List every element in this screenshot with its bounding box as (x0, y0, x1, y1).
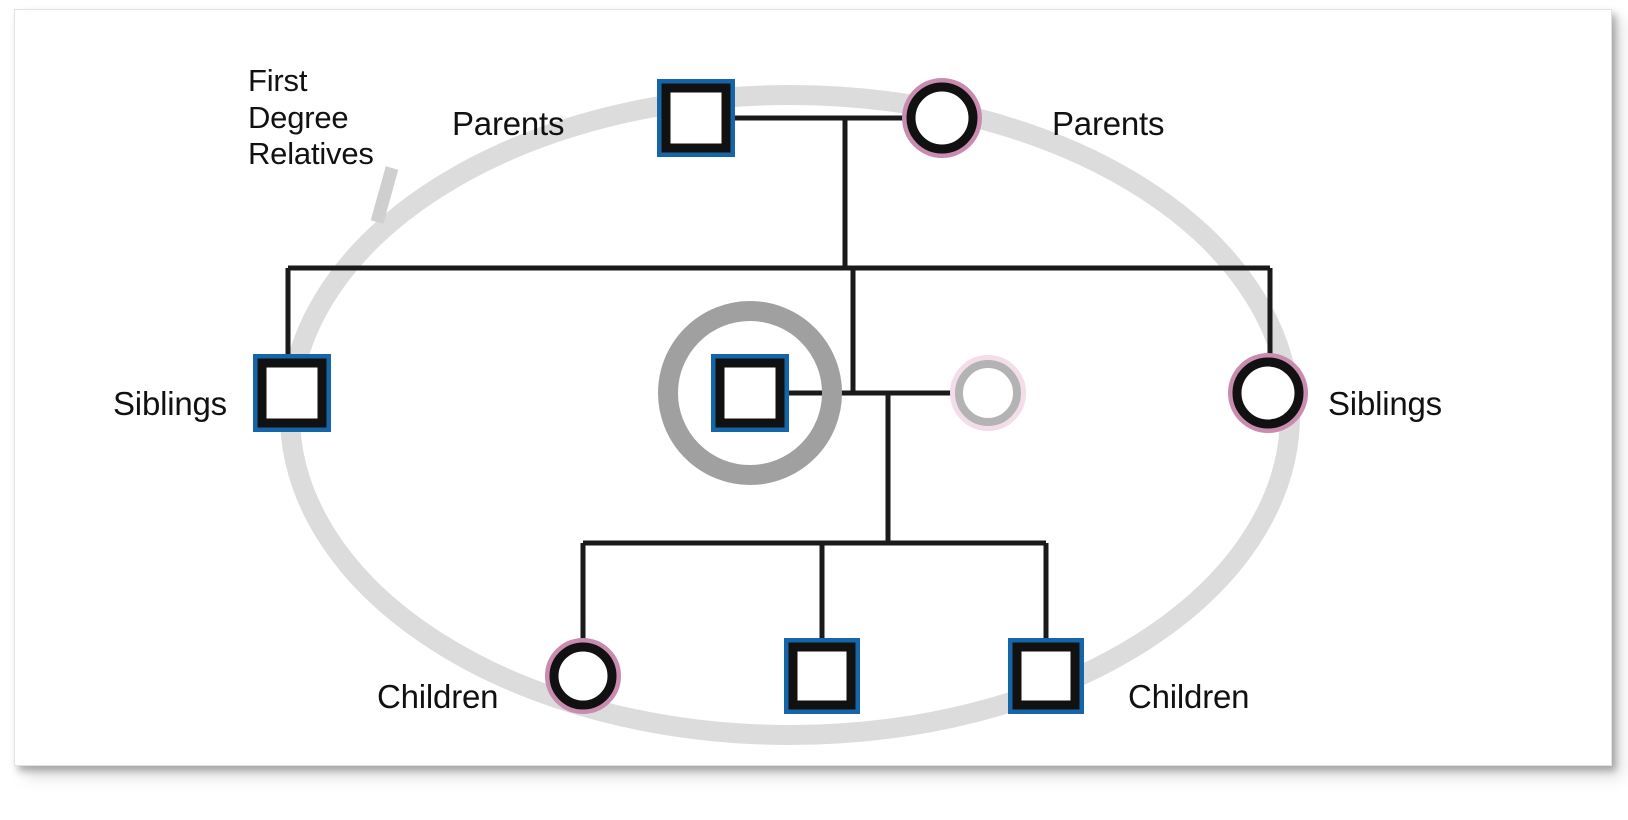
label-siblings-right: Siblings (1328, 385, 1442, 422)
individual-child-3[interactable] (1008, 638, 1084, 714)
symbol-circle-spouse[interactable] (955, 360, 1021, 426)
individual-child-2[interactable] (784, 638, 860, 714)
individual-proband[interactable] (658, 301, 842, 485)
label-parents-left: Parents (452, 105, 565, 142)
pointer-layer (370, 166, 399, 224)
label-children-left: Children (377, 678, 499, 715)
symbol-square-sibling-left[interactable] (257, 358, 327, 428)
individual-father[interactable] (657, 79, 735, 157)
symbol-circle-mother[interactable] (906, 82, 978, 154)
label-children-right: Children (1128, 678, 1250, 715)
label-parents-right: Parents (1052, 105, 1165, 142)
symbol-square-proband[interactable] (715, 358, 785, 428)
halo-circle-spouse (950, 355, 1026, 431)
symbol-layer (253, 78, 1308, 714)
individual-sibling-left[interactable] (253, 354, 331, 432)
label-siblings-left: Siblings (113, 385, 227, 422)
individual-child-1[interactable] (545, 638, 621, 714)
symbol-circle-child-1[interactable] (549, 642, 617, 710)
connector-layer (285, 115, 1273, 648)
individual-spouse[interactable] (950, 355, 1026, 431)
individual-sibling-right[interactable] (1228, 353, 1308, 433)
symbol-square-father[interactable] (661, 83, 731, 153)
symbol-square-child-3[interactable] (1012, 642, 1080, 710)
symbol-square-child-2[interactable] (788, 642, 856, 710)
first-degree-relatives-pointer (370, 166, 399, 224)
individual-mother[interactable] (902, 78, 982, 158)
proband-ring-proband (658, 301, 842, 485)
symbol-circle-sibling-right[interactable] (1232, 357, 1304, 429)
